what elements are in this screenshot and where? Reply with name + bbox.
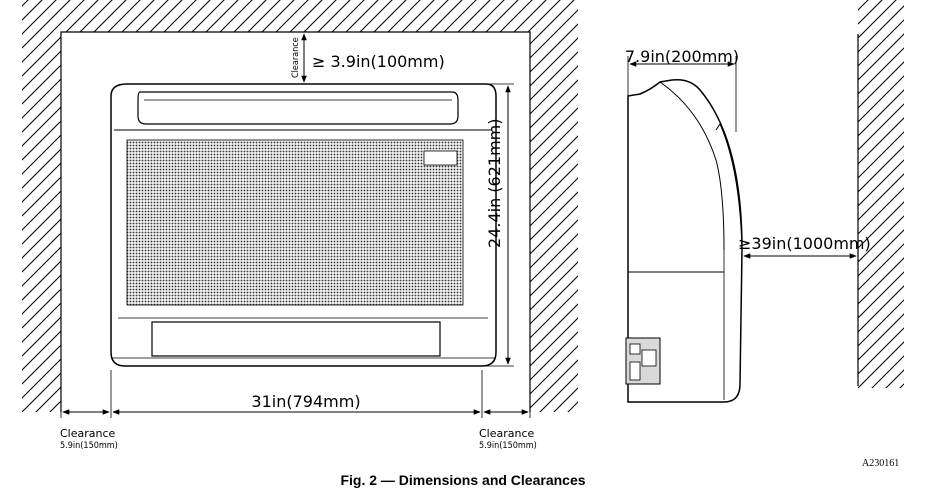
depth-dimension-label: 7.9in(200mm) [625, 47, 739, 66]
drawing-code: A230161 [862, 458, 899, 469]
display-panel [423, 150, 458, 166]
height-dimension: 24.4in (621mm) [485, 83, 514, 367]
air-outlet [151, 321, 441, 357]
top-clearance-label: Clearance [291, 37, 301, 78]
front-wall [22, 0, 578, 412]
depth-dimension: 7.9in(200mm) [625, 47, 739, 132]
front-clearance-dimension: ≥39in(1000mm) [738, 234, 871, 259]
side-wall [857, 0, 904, 388]
right-clearance: Clearance 5.9in(150mm) [479, 427, 537, 451]
right-clearance-label: Clearance [479, 427, 535, 440]
side-bracket [625, 337, 661, 385]
left-clearance: Clearance 5.9in(150mm) [60, 427, 118, 451]
figure-caption: Fig. 2 — Dimensions and Clearances [340, 472, 586, 488]
front-clearance-label: ≥39in(1000mm) [738, 234, 871, 253]
left-clearance-label: Clearance [60, 427, 116, 440]
height-dimension-label: 24.4in (621mm) [485, 119, 504, 249]
top-clearance-value: ≥ 3.9in(100mm) [312, 52, 445, 71]
width-dimension: 31in(794mm) [60, 370, 531, 418]
indoor-unit-front [110, 83, 497, 367]
air-intake-grille [126, 139, 464, 306]
left-clearance-value: 5.9in(150mm) [60, 441, 118, 451]
top-clearance-dimension: Clearance ≥ 3.9in(100mm) [291, 33, 445, 83]
indoor-unit-side [625, 78, 743, 403]
width-dimension-label: 31in(794mm) [251, 392, 360, 411]
right-clearance-value: 5.9in(150mm) [479, 441, 537, 451]
